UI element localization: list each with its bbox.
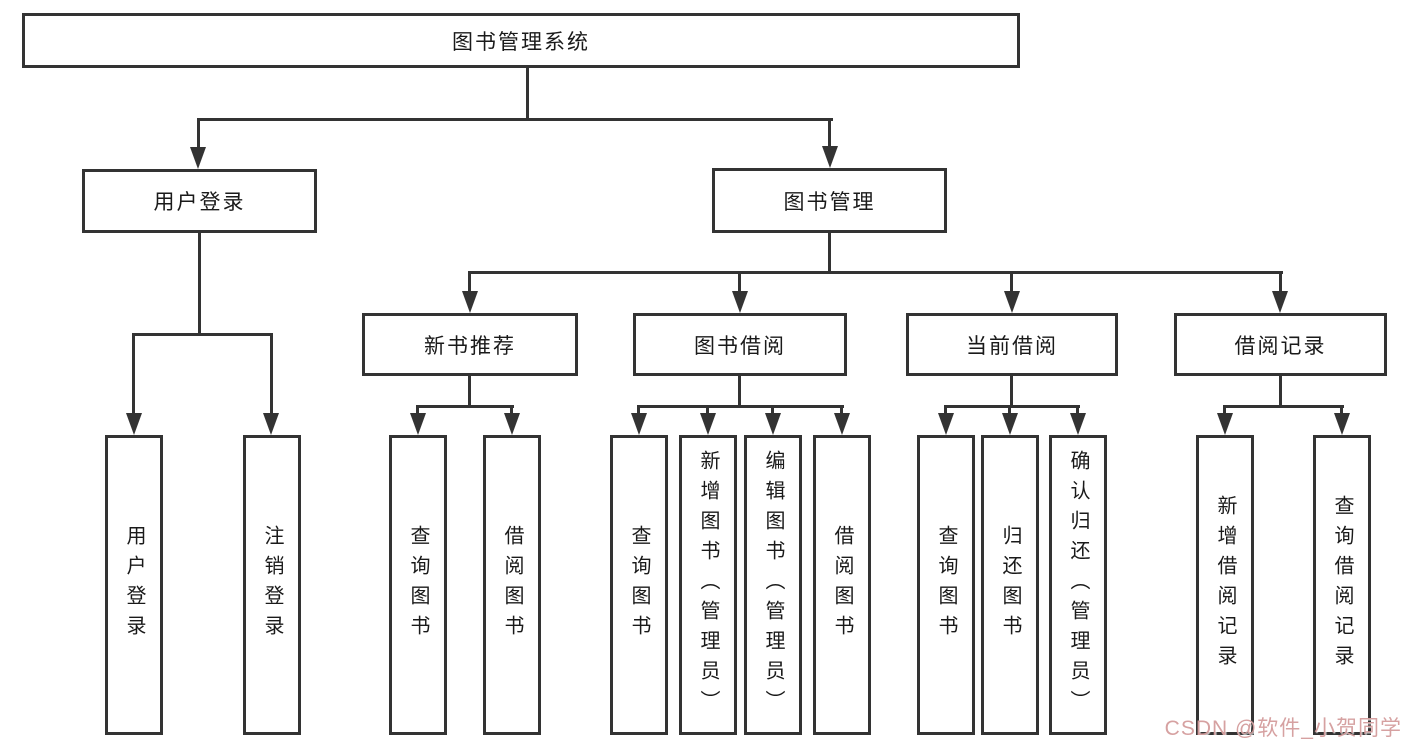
connector-book-management-horizontal-line — [468, 271, 1283, 274]
node-label: 归还图书 — [999, 525, 1021, 645]
arrow-down-icon — [700, 413, 716, 435]
connector-current-borrow-horizontal-line — [944, 405, 1080, 408]
connector-stem-leaf — [637, 405, 640, 415]
connector-stem-leaf — [840, 405, 843, 415]
node-borrowing-records: 借阅记录 — [1174, 313, 1387, 376]
node-label: 新增借阅记录 — [1214, 495, 1236, 675]
connector-user-login-down-line — [198, 233, 201, 335]
leaf-node-add-borrow-record: 新增借阅记录 — [1196, 435, 1254, 735]
connector-stem-leaf — [132, 333, 135, 413]
connector-root-horizontal-line — [197, 118, 833, 121]
arrow-down-icon — [765, 413, 781, 435]
watermark: CSDN @软件_小贺同学 — [1164, 717, 1402, 740]
arrow-down-icon — [462, 291, 478, 313]
connector-new-book-down-line — [468, 376, 471, 408]
connector-stem-book-management — [828, 118, 831, 147]
leaf-node-borrow-books: 借阅图书 — [813, 435, 871, 735]
arrow-down-icon — [822, 146, 838, 168]
connector-stem-leaf — [416, 405, 419, 415]
connector-root-down-line — [526, 68, 529, 120]
connector-stem-current-borrow — [1010, 271, 1013, 291]
connector-stem-book-borrow — [738, 271, 741, 291]
arrow-down-icon — [1070, 413, 1086, 435]
connector-borrow-record-horizontal-line — [1223, 405, 1344, 408]
node-label: 用户登录 — [153, 191, 246, 214]
connector-borrow-record-down-line — [1279, 376, 1282, 408]
leaf-node-query-books: 查询图书 — [610, 435, 668, 735]
leaf-node-query-books: 查询图书 — [917, 435, 975, 735]
node-label: 查询借阅记录 — [1331, 495, 1353, 675]
arrow-down-icon — [732, 291, 748, 313]
arrow-down-icon — [1334, 413, 1350, 435]
arrow-down-icon — [504, 413, 520, 435]
node-label: 确认归还（管理员） — [1067, 450, 1089, 720]
node-label: 当前借阅 — [966, 334, 1058, 358]
node-label: 查询图书 — [628, 525, 650, 645]
arrow-down-icon — [126, 413, 142, 435]
connector-current-borrow-down-line — [1010, 376, 1013, 408]
node-label: 用户登录 — [123, 525, 145, 645]
connector-stem-borrow-record — [1279, 271, 1282, 291]
arrow-down-icon — [631, 413, 647, 435]
node-user-login: 用户登录 — [82, 169, 317, 233]
node-book-borrowing: 图书借阅 — [633, 313, 847, 376]
arrow-down-icon — [938, 413, 954, 435]
arrow-down-icon — [1217, 413, 1233, 435]
connector-stem-leaf — [1076, 405, 1079, 415]
node-book-management: 图书管理 — [712, 168, 947, 233]
node-label: 图书借阅 — [694, 334, 786, 358]
connector-stem-leaf — [1008, 405, 1011, 415]
leaf-node-borrow-books: 借阅图书 — [483, 435, 541, 735]
node-label: 图书管理 — [783, 190, 876, 214]
arrow-down-icon — [190, 147, 206, 169]
connector-stem-new-book — [468, 271, 471, 291]
leaf-node-edit-books-admin: 编辑图书（管理员） — [744, 435, 802, 735]
connector-stem-leaf — [1223, 405, 1226, 415]
leaf-node-query-borrow-record: 查询借阅记录 — [1313, 435, 1371, 735]
connector-book-borrow-horizontal-line — [637, 405, 844, 408]
connector-stem-leaf — [706, 405, 709, 415]
connector-stem-leaf — [944, 405, 947, 415]
connector-stem-leaf — [771, 405, 774, 415]
arrow-down-icon — [1272, 291, 1288, 313]
connector-stem-leaf — [270, 333, 273, 413]
node-label: 图书管理系统 — [452, 30, 590, 54]
node-new-book-recommendation: 新书推荐 — [362, 313, 578, 376]
leaf-node-return-books: 归还图书 — [981, 435, 1039, 735]
connector-book-management-down-line — [828, 233, 831, 273]
node-label: 借阅图书 — [831, 525, 853, 645]
arrow-down-icon — [834, 413, 850, 435]
leaf-node-confirm-return-admin: 确认归还（管理员） — [1049, 435, 1107, 735]
connector-stem-user-login — [197, 118, 200, 148]
arrow-down-icon — [1002, 413, 1018, 435]
node-label: 借阅记录 — [1234, 334, 1327, 358]
connector-book-borrow-down-line — [738, 376, 741, 408]
connector-stem-leaf — [1340, 405, 1343, 415]
node-label: 新书推荐 — [424, 334, 516, 358]
node-label: 查询图书 — [935, 525, 957, 645]
node-label: 编辑图书（管理员） — [762, 450, 784, 720]
node-current-borrowing: 当前借阅 — [906, 313, 1118, 376]
arrow-down-icon — [1004, 291, 1020, 313]
node-label: 注销登录 — [261, 525, 283, 645]
node-library-management-system: 图书管理系统 — [22, 13, 1020, 68]
connector-new-book-horizontal-line — [416, 405, 514, 408]
leaf-node-add-books-admin: 新增图书（管理员） — [679, 435, 737, 735]
node-label: 借阅图书 — [501, 525, 523, 645]
node-label: 新增图书（管理员） — [697, 450, 719, 720]
connector-user-login-horizontal-line — [132, 333, 273, 336]
leaf-node-query-books: 查询图书 — [389, 435, 447, 735]
leaf-node-user-login: 用户登录 — [105, 435, 163, 735]
arrow-down-icon — [410, 413, 426, 435]
connector-stem-leaf — [510, 405, 513, 415]
leaf-node-logout: 注销登录 — [243, 435, 301, 735]
node-label: 查询图书 — [407, 525, 429, 645]
arrow-down-icon — [263, 413, 279, 435]
